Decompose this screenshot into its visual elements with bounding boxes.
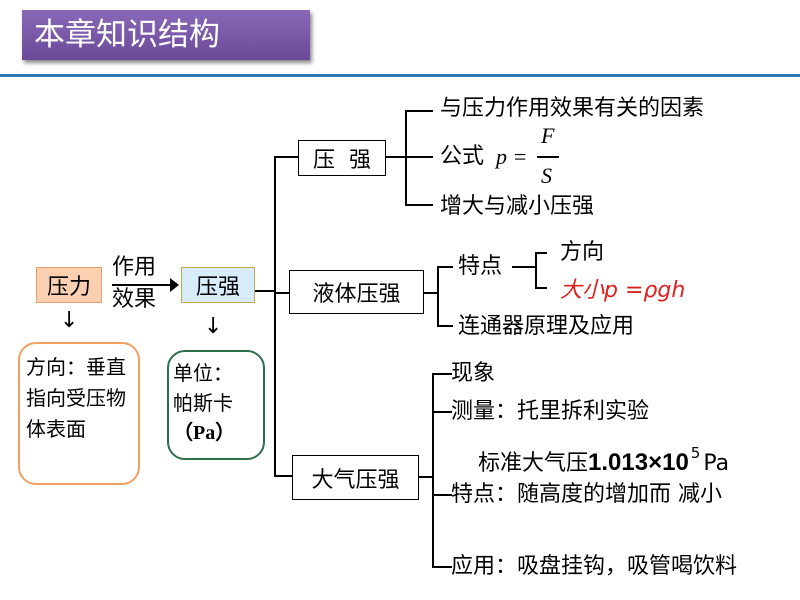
pressure-box: 压强 [181,267,255,303]
unit-name: 帕斯卡 [173,391,233,415]
down-arrow-icon: ↓ [60,308,79,333]
atmos-application: 应用：吸盘挂钩，吸管喝饮料 [451,554,738,579]
connector [274,156,298,158]
connector [512,266,536,268]
solid-item: 与压力作用效果有关的因素 [440,96,705,121]
force-box: 压力 [36,267,102,303]
bracket [535,252,537,288]
connector [432,411,452,413]
connector [535,252,547,254]
connector [405,156,433,158]
unit-symbol: （Pa） [173,422,236,444]
liquid-feature: 特点 [458,254,503,279]
bracket [405,110,407,206]
connector [255,290,275,292]
pressure-note: 单位： 帕斯卡 （Pa） [167,350,265,460]
down-arrow-icon: ↓ [204,314,223,339]
arrow-label-1: 作用 [112,255,157,280]
bracket [432,373,434,568]
trunk [274,156,276,477]
liquid-connector: 连通器原理及应用 [458,314,635,339]
connector [535,287,547,289]
connector [405,204,433,206]
connector [432,566,452,568]
atmos-measure: 测量：托里拆利实验 [451,399,650,424]
divider [0,74,800,77]
connector [274,475,292,477]
unit-label: 单位： [173,361,233,385]
atmos-phenomenon: 现象 [451,361,496,386]
connector [437,266,453,268]
connector [437,325,453,327]
liquid-size: 大小p =ρgh [560,278,686,303]
connector [432,494,452,496]
formula-denominator: S [541,163,552,188]
connector [424,292,438,294]
atmos-pressure-box: 大气压强 [292,455,419,500]
standard-value: 1.013×10 [588,449,689,476]
liquid-pressure-box: 液体压强 [289,270,424,314]
connector [405,110,433,112]
connector [432,373,452,375]
slide-title: 本章知识结构 [22,10,310,60]
force-note: 方向：垂直指向受压物体表面 [18,342,140,485]
arrow-label-2: 效果 [112,287,157,312]
exponent: 5 [690,444,701,462]
connector [419,476,433,478]
fraction-bar [537,156,559,158]
connector [274,292,290,294]
formula-numerator: F [541,123,555,148]
liquid-direction: 方向 [560,240,605,265]
standard-label: 标准大气压 [478,451,589,476]
bracket [437,266,439,327]
solid-pressure-box: 压 强 [298,140,386,176]
unit: Pa [703,451,730,476]
connector [386,156,406,158]
solid-item: 增大与减小压强 [440,194,595,219]
atmos-feature: 特点：随高度的增加而 减小 [451,482,722,507]
arrow-line [112,284,174,286]
formula-lhs: p = [496,144,528,169]
arrow-head-icon [170,278,179,292]
formula-label: 公式 [440,144,485,169]
